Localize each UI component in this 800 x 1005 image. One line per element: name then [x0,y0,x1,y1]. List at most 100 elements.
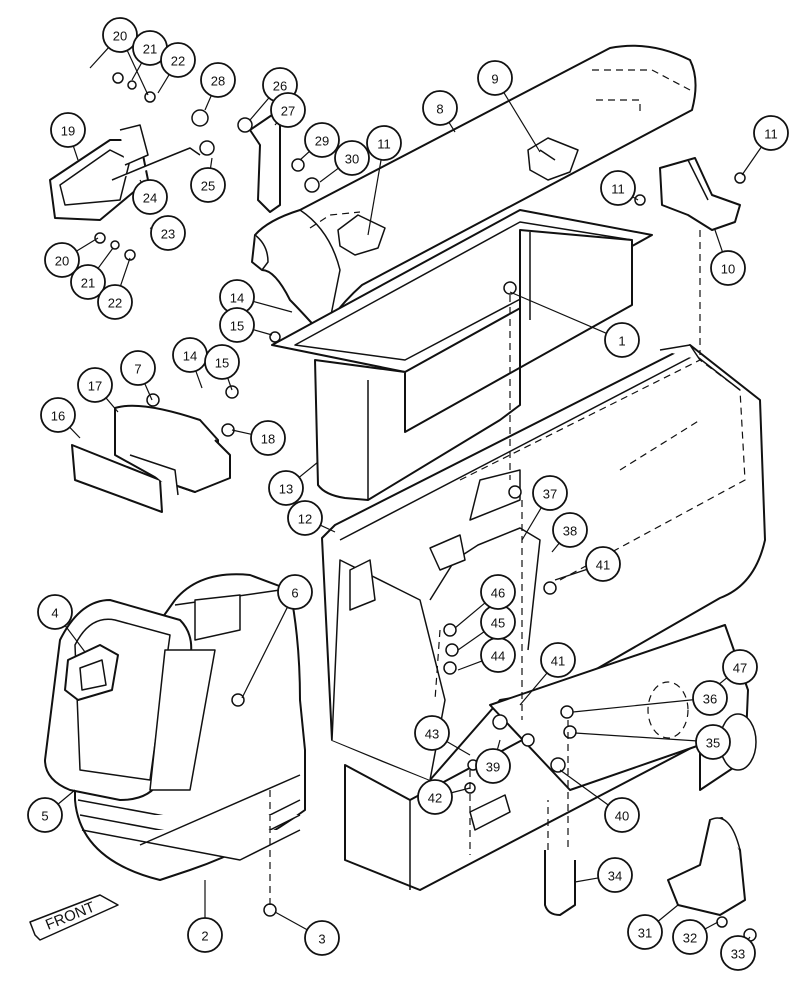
callout-14: 14 [173,338,207,372]
leader-line-16 [70,427,80,438]
callout-3: 3 [305,921,339,955]
callout-16: 16 [41,398,75,432]
floor-bracket-part [72,406,230,512]
callout-6: 6 [278,575,312,609]
callout-44: 44 [481,638,515,672]
callout-31: 31 [628,915,662,949]
callout-42: 42 [418,780,452,814]
callout-number: 17 [88,379,102,394]
callout-22: 22 [98,285,132,319]
leader-line-22 [120,258,130,286]
callout-10: 10 [711,251,745,285]
callout-33: 33 [721,936,755,970]
leader-line-17 [106,398,118,412]
callout-8: 8 [423,91,457,125]
callout-41: 41 [586,547,620,581]
callout-number: 8 [436,102,443,117]
callout-1: 1 [605,323,639,357]
callout-28: 28 [201,63,235,97]
callout-number: 37 [543,487,557,502]
callout-11: 11 [754,116,788,150]
leader-line-20 [77,238,98,251]
callout-number: 14 [230,291,244,306]
callout-number: 47 [733,661,747,676]
callout-number: 20 [55,254,69,269]
callout-15: 15 [205,345,239,379]
callout-number: 46 [491,586,505,601]
callout-number: 39 [486,760,500,775]
leader-line-11 [742,147,761,175]
callout-number: 22 [171,54,185,69]
callout-number: 14 [183,349,197,364]
callout-number: 21 [143,42,157,57]
callout-number: 38 [563,524,577,539]
callout-18: 18 [251,421,285,455]
callout-number: 7 [134,362,141,377]
leader-line-3 [275,912,307,930]
leader-line-30 [320,168,338,182]
callout-number: 41 [596,558,610,573]
callout-number: 16 [51,409,65,424]
leader-line-25 [210,158,212,168]
callout-number: 9 [491,72,498,87]
callout-number: 32 [683,931,697,946]
callout-27: 27 [271,93,305,127]
callout-number: 26 [273,79,287,94]
callout-number: 45 [491,616,505,631]
hinge-part [660,158,740,230]
callout-number: 4 [51,606,58,621]
leader-line-14 [196,371,202,388]
callout-number: 41 [551,654,565,669]
leader-line-19 [73,146,78,160]
callout-32: 32 [673,920,707,954]
callout-4: 4 [38,595,72,629]
callout-30: 30 [335,141,369,175]
callout-number: 15 [230,319,244,334]
leader-line-32 [705,922,718,929]
front-console-part [45,574,305,880]
u-bolt-part [545,850,575,915]
leader-line-5 [58,790,75,804]
callout-number: 6 [291,586,298,601]
callout-number: 35 [706,736,720,751]
callout-39: 39 [476,749,510,783]
callout-number: 11 [377,137,391,152]
callout-9: 9 [478,61,512,95]
leader-line-34 [575,878,598,882]
callout-11: 11 [367,126,401,160]
callout-number: 44 [491,649,505,664]
callout-number: 31 [638,926,652,941]
leader-line-10 [715,230,722,252]
callout-41: 41 [541,643,575,677]
callout-number: 25 [201,179,215,194]
callout-2: 2 [188,918,222,952]
callout-number: 42 [428,791,442,806]
callout-22: 22 [161,43,195,77]
leader-line-31 [658,905,678,921]
callout-36: 36 [693,681,727,715]
callout-number: 18 [261,432,275,447]
callout-40: 40 [605,798,639,832]
callout-number: 34 [608,869,622,884]
callout-number: 13 [279,482,293,497]
callout-number: 12 [298,512,312,527]
callout-45: 45 [481,605,515,639]
callout-23: 23 [151,216,185,250]
callout-35: 35 [696,725,730,759]
callout-number: 30 [345,152,359,167]
callout-number: 11 [611,182,625,197]
callout-29: 29 [305,123,339,157]
callout-12: 12 [288,501,322,535]
callout-number: 29 [315,134,329,149]
callout-47: 47 [723,650,757,684]
callout-number: 20 [113,29,127,44]
leader-line-21 [98,248,113,268]
callout-number: 28 [211,74,225,89]
support-bracket-part [668,818,745,915]
leader-line-22 [158,75,169,93]
front-label: FRONT [43,899,97,934]
leader-line-28 [205,96,211,110]
callout-11: 11 [601,171,635,205]
callout-number: 15 [215,356,229,371]
